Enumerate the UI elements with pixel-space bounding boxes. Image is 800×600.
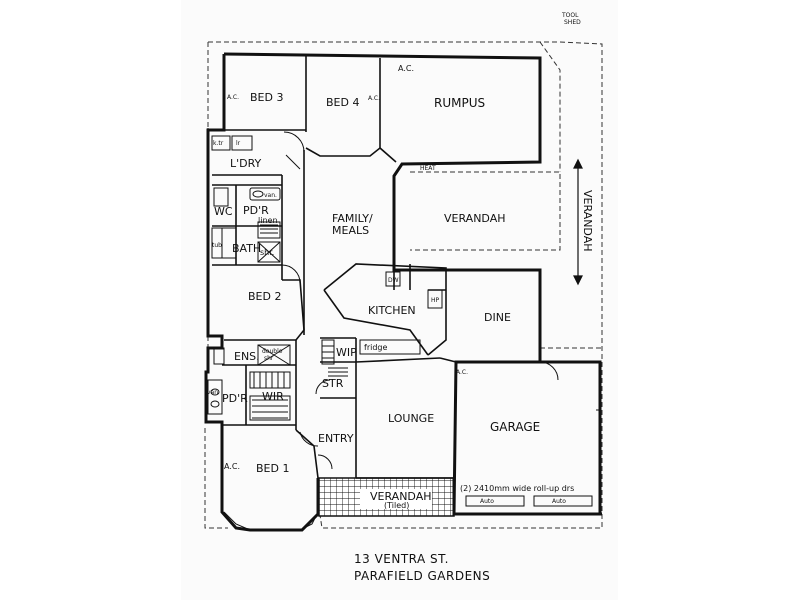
room-rumpus: RUMPUS (434, 96, 485, 110)
door-swings (281, 131, 559, 470)
tub-label: tub (212, 242, 222, 249)
room-ensuite: ENS. (234, 350, 260, 363)
room-wir: WIR (262, 390, 284, 403)
room-verandah-front-note: (Tiled) (384, 501, 409, 510)
bay-window (223, 511, 319, 531)
fixtures (207, 135, 443, 421)
room-wc: WC (214, 205, 233, 218)
linen-label: linen (258, 216, 278, 225)
room-store: STR (322, 377, 344, 390)
roller-doors-note: (2) 2410mm wide roll-up drs (460, 484, 574, 493)
tool-shed-line1: TOOL (561, 12, 579, 19)
ktr-label: k.tr (213, 140, 224, 147)
room-garage: GARAGE (490, 420, 540, 434)
auto-label-1: Auto (480, 498, 494, 505)
room-verandah-vertical: VERANDAH (581, 190, 594, 252)
lr-label: lr (236, 140, 241, 147)
verandah-arrow (573, 158, 583, 286)
ac-dine: A.C. (456, 369, 468, 376)
room-bed1: BED 1 (256, 462, 289, 475)
auto-label-2: Auto (552, 498, 566, 505)
room-verandah-side: VERANDAH (444, 212, 506, 225)
room-kitchen: KITCHEN (368, 304, 416, 317)
room-powder-1: PD'R (243, 204, 269, 217)
room-dine: DINE (484, 311, 511, 324)
address-line2: PARAFIELD GARDENS (354, 569, 490, 583)
ac-rumpus: A.C. (398, 64, 414, 73)
tool-shed-line2: SHED (564, 19, 581, 26)
room-bed2: BED 2 (248, 290, 281, 303)
address-line1: 13 VENTRA ST. (354, 552, 449, 566)
ac-bed1: A.C. (224, 462, 240, 471)
room-lounge: LOUNGE (388, 412, 434, 425)
room-verandah-front: VERANDAH (370, 490, 432, 503)
room-family-line2: MEALS (332, 224, 369, 237)
room-powder-2: PD'R (222, 392, 248, 405)
room-family-line1: FAMILY/ (332, 212, 373, 225)
shr-label-1: shr. (260, 248, 274, 257)
room-bed4: BED 4 (326, 96, 359, 109)
ac-bed4: A.C. (368, 95, 380, 102)
room-entry: ENTRY (318, 432, 354, 445)
interior-walls (212, 56, 457, 479)
van-label-2: van (207, 389, 218, 396)
garage-doors (465, 409, 600, 507)
hotplate-label: HP (431, 297, 440, 304)
ac-bed3: A.C. (227, 94, 239, 101)
room-bath: BATH (232, 242, 261, 255)
double-shr-line1: double (262, 348, 283, 355)
double-shr-line2: shr (264, 355, 274, 362)
room-bed3: BED 3 (250, 91, 283, 104)
van-label-1: van. (264, 192, 277, 199)
fridge-label: fridge (364, 343, 387, 352)
room-wip: WIP (336, 346, 357, 359)
heat-label: HEAT (420, 165, 436, 172)
dishwasher-label: DW (388, 277, 399, 284)
room-laundry: L'DRY (230, 157, 262, 170)
eaves-outline (204, 41, 603, 529)
